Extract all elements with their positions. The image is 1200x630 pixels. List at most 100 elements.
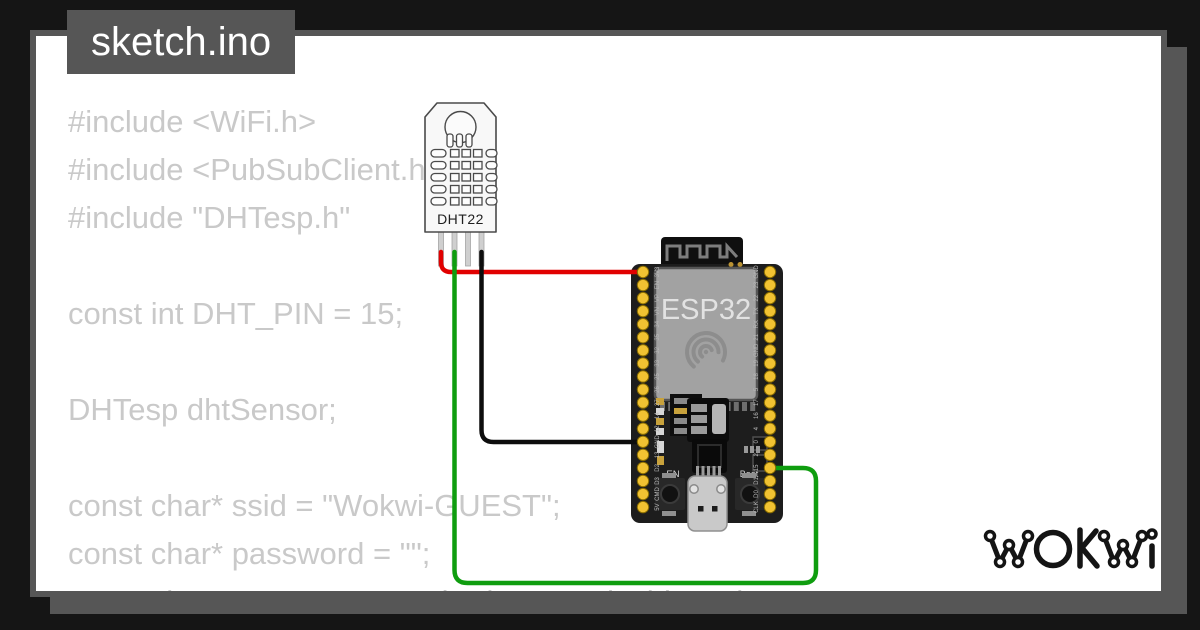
esp32-pin[interactable] [636,265,650,279]
esp32-pin[interactable] [763,448,777,462]
page: #include <WiFi.h> #include <PubSubClient… [30,30,1167,597]
esp32-pin-label: VP [655,294,661,302]
esp32-pin[interactable] [763,487,777,501]
esp32-pin-label: 27 [655,399,661,406]
esp32-pin[interactable] [763,409,777,422]
esp32-pin[interactable] [763,435,777,448]
esp32-shield: ESP32 [653,266,759,402]
esp32-pin[interactable] [636,278,650,292]
esp32-pin-label: 22 [754,294,760,301]
en-button[interactable] [655,473,685,516]
esp32-pin-label: 33 [655,359,661,366]
esp32-pin[interactable] [763,278,777,292]
esp32-pin-label: GND [754,343,760,357]
esp32-pin[interactable] [636,461,650,475]
esp32-pin[interactable] [636,331,650,344]
esp32-pin-label: 3V3 [655,266,661,277]
esp32-pin[interactable] [763,474,777,488]
esp32-pin-label: 18 [754,372,760,379]
voltage-regulator [687,398,729,442]
esp32-pin-label: GND [754,265,760,279]
esp32-pin-label: 14 [655,412,661,419]
code-line: #include <WiFi.h> [68,104,317,139]
code-editor[interactable]: #include <WiFi.h> #include <PubSubClient… [68,98,830,591]
esp32-pin[interactable] [763,383,777,396]
wire-gnd[interactable] [479,249,646,445]
esp32-pin-label: D0 [754,490,760,498]
esp32-pin-label: 17 [754,399,760,406]
esp32-pin[interactable] [763,422,777,435]
esp32-pin-label: VN [655,307,661,315]
code-line: DHTesp dhtSensor; [68,392,337,427]
esp32-pin[interactable] [636,357,650,370]
esp32-pin-label: RX [754,320,760,328]
esp32-pin[interactable] [763,500,777,514]
esp32-pin[interactable] [636,487,650,501]
esp32-pin[interactable] [636,344,650,357]
board-dot [737,262,743,267]
esp32-pin-label: 15 [754,464,760,471]
esp32-pin-label: 21 [754,333,760,340]
esp32-pin[interactable] [636,383,650,396]
usb-connector [687,466,728,532]
esp32-pin[interactable] [636,304,650,318]
smd-components-right [744,436,768,472]
esp32-pin-label: 16 [754,412,760,419]
esp32-pin-label: D1 [754,476,760,484]
dht22-legs [438,229,485,267]
dht22-sensor[interactable]: DHT22 [424,102,498,267]
esp32-module-label: ESP32 [661,294,751,326]
code-line: const char* ssid = "Wokwi-GUEST"; [68,488,561,523]
esp32-antenna [661,237,743,271]
esp32-board[interactable]: ESP32 [631,237,783,532]
esp32-pin[interactable] [763,344,777,357]
esp32-pin[interactable] [763,461,777,475]
esp32-pin[interactable] [636,318,650,331]
espressif-logo-icon [685,331,727,373]
code-line: #include <PubSubClient.h> [68,152,444,187]
esp32-pin[interactable] [763,357,777,370]
esp32-pin-label: D3 [655,476,661,484]
esp32-pin[interactable] [636,396,650,409]
wire-vcc[interactable] [438,249,646,275]
file-tab[interactable]: sketch.ino [67,10,296,74]
esp32-pin[interactable] [763,318,777,331]
esp32-pin-label: 25 [655,372,661,379]
esp32-pin-label: 2 [754,453,760,457]
esp32-pin-label: 5V [655,503,661,510]
esp32-pins-left[interactable]: 3V3ENVPVN343532332526271412GND13D2D3CMD5… [636,265,661,514]
esp32-pin-label: 35 [655,333,661,340]
esp32-pin-label: CLK [754,501,760,513]
board-dot [728,262,734,267]
esp32-pin[interactable] [763,396,777,409]
esp32-pin[interactable] [636,435,650,448]
esp32-pin[interactable] [763,291,777,305]
wire-data[interactable] [452,249,819,586]
esp32-pin[interactable] [763,331,777,344]
boot-button[interactable] [735,473,765,516]
esp32-pin[interactable] [636,474,650,488]
esp32-pin-label: EN [655,281,661,289]
esp32-pin-label: 0 [754,439,760,443]
esp32-pin[interactable] [636,370,650,383]
esp32-pin[interactable] [763,304,777,318]
esp32-pin-label: 26 [655,386,661,393]
wokwi-logo [983,527,1158,569]
esp32-pin[interactable] [763,265,777,279]
code-line: #include "DHTesp.h" [68,200,351,235]
esp32-pin[interactable] [636,448,650,462]
esp32-pin-label: TX [754,307,760,315]
esp32-pin-label: 13 [655,451,661,458]
code-line: const int DHT_PIN = 15; [68,296,404,331]
esp32-pin[interactable] [763,370,777,383]
esp32-pin[interactable] [636,422,650,435]
esp32-pin-label: GND [655,434,661,448]
esp32-pin-label: 19 [754,359,760,366]
esp32-pin-label: 34 [655,320,661,327]
esp32-pin[interactable] [636,500,650,514]
esp32-pin[interactable] [636,409,650,422]
code-line: const char* password = ""; [68,536,431,571]
esp32-pin[interactable] [636,291,650,305]
